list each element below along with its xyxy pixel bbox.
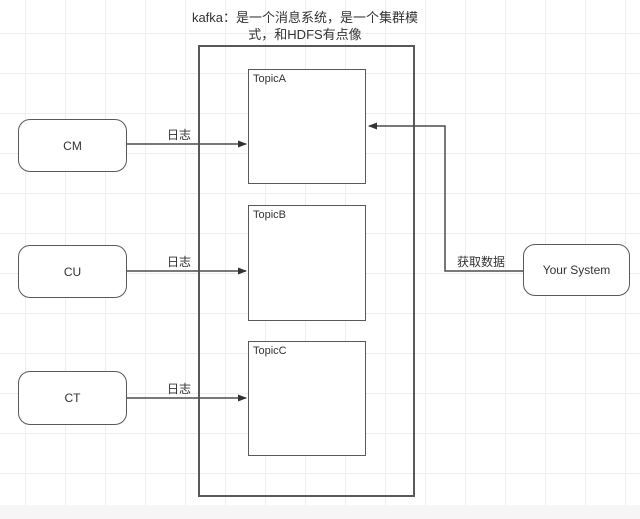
producer-node-cm: CM xyxy=(18,119,127,172)
producer-cu-label: CU xyxy=(63,264,82,279)
topic-b-label: TopicB xyxy=(253,209,287,221)
edge-label-fetch-data: 获取数据 xyxy=(457,255,506,269)
edge-label-log-ct: 日志 xyxy=(166,382,191,396)
diagram-title: kafka：是一个消息系统，是一个集群模 式，和HDFS有点像 xyxy=(155,9,455,43)
producer-node-ct: CT xyxy=(18,371,127,425)
topic-c-label: TopicC xyxy=(253,345,287,357)
edge-label-log-cm: 日志 xyxy=(166,128,191,142)
diagram-title-line1: kafka：是一个消息系统，是一个集群模 xyxy=(191,10,419,25)
consumer-node-your-system: Your System xyxy=(523,244,630,296)
producer-node-cu: CU xyxy=(18,245,127,298)
canvas-bottom-edge xyxy=(0,505,640,519)
topic-c-node: TopicC xyxy=(248,341,366,456)
producer-ct-label: CT xyxy=(64,391,81,405)
topic-b-node: TopicB xyxy=(248,205,366,321)
topic-a-node: TopicA xyxy=(248,69,366,184)
topic-a-label: TopicA xyxy=(253,73,287,85)
edge-label-log-cu: 日志 xyxy=(166,255,191,269)
diagram-title-line2: 式，和HDFS有点像 xyxy=(248,27,362,42)
consumer-label: Your System xyxy=(542,263,611,277)
producer-cm-label: CM xyxy=(63,138,82,153)
